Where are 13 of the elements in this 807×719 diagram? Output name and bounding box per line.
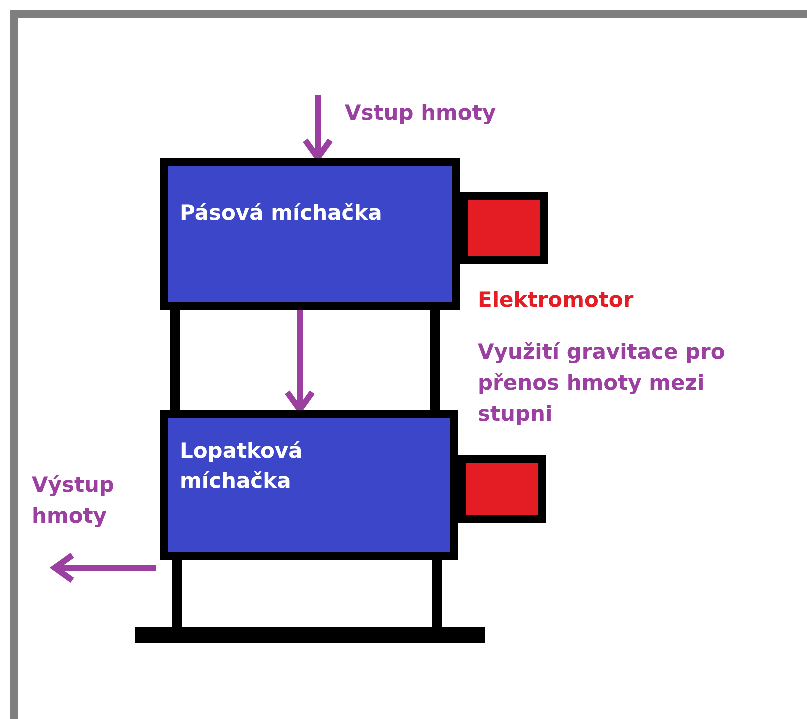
edge-label: Výstup hmoty xyxy=(32,472,116,530)
edge-label: Vstup hmoty xyxy=(345,100,498,127)
mixer-label: Pásová míchačka xyxy=(180,200,384,227)
mixer-box xyxy=(160,410,458,560)
mixer-label: Lopatková míchačka xyxy=(180,438,304,495)
arrow xyxy=(302,95,334,161)
motor-box xyxy=(460,192,548,264)
mixer-box xyxy=(160,158,460,310)
arrow xyxy=(284,310,316,413)
arrow xyxy=(52,552,156,584)
note-text: Využití gravitace pro přenos hmoty mezi stupni xyxy=(478,339,726,428)
motor-label: Elektromotor xyxy=(478,287,635,314)
motor-box xyxy=(458,455,546,523)
